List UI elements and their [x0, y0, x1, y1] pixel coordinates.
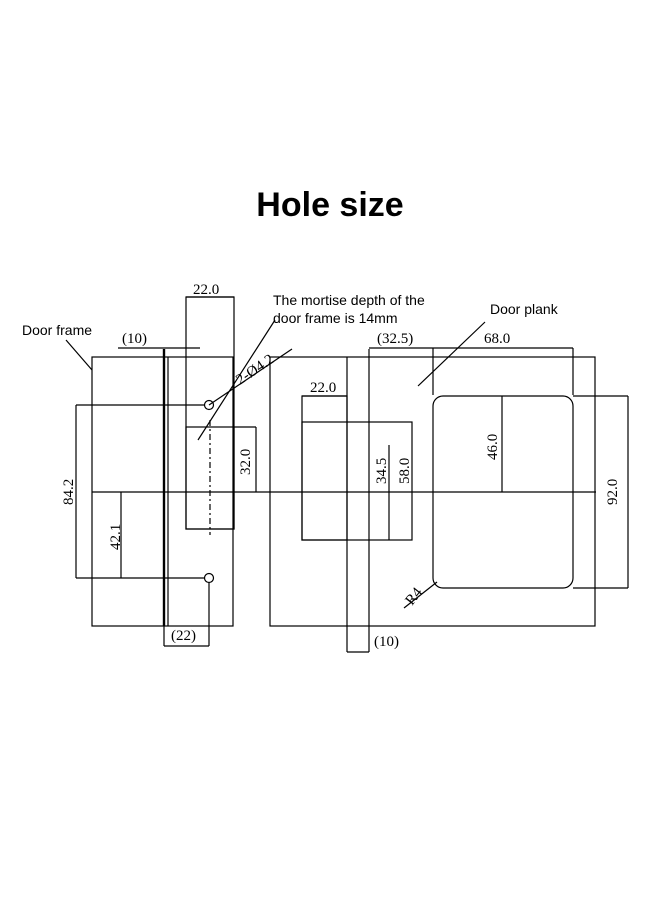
dim-frame-offset-10: (10): [122, 331, 147, 347]
dim-plank-bottom-10: (10): [374, 634, 399, 650]
dim-frame-width-22: 22.0: [193, 282, 219, 298]
dim-plank-offset-32: (32.5): [377, 331, 413, 347]
hole-leader-line: [208, 348, 293, 406]
mortise-leader-line: [197, 319, 276, 441]
frame-hole-bottom: [203, 572, 215, 584]
dim-plank-radius: R4: [403, 584, 427, 608]
door-frame-label: Door frame: [22, 322, 92, 338]
page-title: Hole size: [256, 186, 404, 224]
door-plank-drawing: (10) (32.5) 68.0 22.0 34.5 58.0 46.0 92.…: [269, 321, 629, 653]
door-plank-label: Door plank: [490, 301, 559, 317]
dim-frame-half-42: 42.1: [108, 524, 124, 550]
mortise-note-line2: door frame is 14mm: [273, 310, 397, 326]
plank-small-rect: [301, 395, 348, 541]
dim-plank-slot-22: 22.0: [310, 380, 336, 396]
radius-leader-line: [403, 581, 438, 609]
mortise-note-line1: The mortise depth of the: [273, 292, 425, 308]
dim-plank-58: 58.0: [397, 458, 413, 484]
dim-plank-46: 46.0: [485, 434, 501, 460]
door-plank-leader: [417, 321, 486, 387]
dim-frame-height-84: 84.2: [61, 479, 77, 505]
plank-mortise-rect: [301, 421, 413, 541]
dim-plank-34: 34.5: [374, 458, 390, 484]
door-frame-drawing: 22.0 (10) 2-Ø4.2 32.0 84.2 42.1 (22): [61, 282, 293, 647]
dim-frame-bottom-22: (22): [171, 628, 196, 644]
door-frame-leader: [65, 339, 93, 371]
dim-frame-slot-32: 32.0: [238, 449, 254, 475]
dim-plank-width-68: 68.0: [484, 331, 510, 347]
dim-plank-92: 92.0: [605, 479, 621, 505]
plank-cutout: [432, 395, 574, 589]
